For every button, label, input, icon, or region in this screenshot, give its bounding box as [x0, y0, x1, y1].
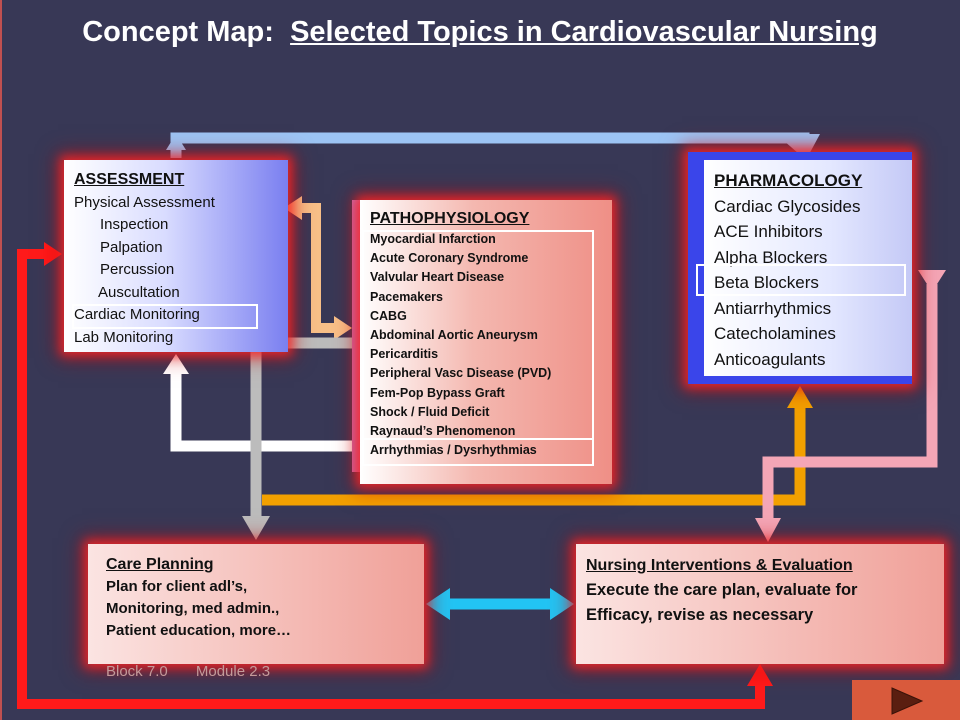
nursing-interventions-box: Nursing Interventions & Evaluation Execu…	[576, 544, 944, 664]
arrow-line	[170, 370, 356, 452]
slide-footer: Block 7.0 Module 2.3	[106, 663, 294, 680]
pharmacology-box: PHARMACOLOGY Cardiac Glycosides ACE Inhi…	[704, 160, 912, 376]
care-planning-line: Patient education, more…	[106, 622, 292, 639]
arrow-nursing-to-assessment	[17, 242, 773, 709]
assessment-item: Inspection	[100, 216, 169, 233]
arrow-head	[550, 588, 574, 620]
pharmacology-item: ACE Inhibitors	[714, 222, 823, 241]
assessment-box: ASSESSMENT Physical Assessment Inspectio…	[64, 160, 288, 352]
care-planning-line: Monitoring, med admin.,	[106, 600, 280, 617]
care-planning-header: Care Planning	[106, 556, 214, 573]
pathophysiology-item: Myocardial Infarction	[370, 232, 496, 246]
title-main: Selected Topics in Cardiovascular Nursin…	[290, 16, 878, 48]
pharmacology-item: Cardiac Glycosides	[714, 196, 861, 216]
arrow-assessment-pathophysiology	[284, 196, 352, 340]
arrow-line	[762, 284, 938, 520]
arrow-head	[44, 242, 62, 266]
beta-blockers-highlight	[696, 264, 906, 296]
title-prefix: Concept Map:	[82, 16, 274, 48]
care-planning-box: Care Planning Plan for client adl’s, Mon…	[88, 544, 424, 664]
arrow-head	[163, 354, 189, 374]
pathophysiology-item: Pacemakers	[370, 289, 443, 304]
nursing-line: Execute the care plan, evaluate for	[586, 581, 858, 599]
arrow-head	[755, 518, 781, 542]
pharmacology-item: Alpha Blockers	[714, 247, 828, 267]
assessment-item: Lab Monitoring	[74, 328, 174, 346]
play-triangle-icon	[891, 687, 924, 715]
pathophysiology-item: Raynaud’s Phenomenon	[370, 424, 516, 439]
footer-module: Module 2.3	[195, 663, 271, 680]
pathophysiology-list-frame	[362, 230, 594, 466]
pathophysiology-item: Valvular Heart Disease	[370, 270, 505, 285]
assessment-item: Cardiac Monitoring	[74, 306, 200, 323]
arrow-head	[166, 134, 186, 150]
pathophysiology-item: Shock / Fluid Deficit	[370, 404, 490, 419]
cardiac-monitoring-highlight	[72, 304, 258, 329]
assessment-item: Percussion	[100, 261, 175, 278]
assessment-header: ASSESSMENT	[74, 171, 185, 188]
pharmacology-item: Antiarrhythmics	[714, 298, 832, 318]
pathophysiology-header: PATHOPHYSIOLOGY	[370, 210, 530, 227]
arrow-pharmacology-to-nursing	[755, 270, 946, 542]
arrow-head	[787, 386, 813, 408]
arrow-head	[426, 588, 450, 620]
next-slide-button[interactable]	[852, 680, 960, 720]
slide-title: Concept Map: Selected Topics in Cardiova…	[0, 16, 960, 49]
pathophysiology-divider	[362, 438, 594, 440]
arrow-head	[918, 270, 946, 292]
arrow-head	[284, 196, 302, 220]
footer-block: Block 7.0	[106, 663, 168, 680]
pharmacology-item: Catecholamines	[714, 324, 836, 343]
arrow-patho-to-assessment	[163, 354, 356, 452]
pathophysiology-item: Acute Coronary Syndrome	[370, 251, 529, 266]
pathophysiology-item: Arrhythmias / Dysrhythmias	[370, 443, 537, 458]
pathophysiology-item: Pericarditis	[370, 347, 439, 362]
pathophysiology-item: Abdominal Aortic Aneurysm	[370, 328, 538, 343]
arrow-to-pharmacology	[262, 386, 813, 506]
arrow-line	[296, 203, 338, 333]
pathophysiology-item: Peripheral Vasc Disease (PVD)	[370, 366, 552, 381]
pharmacology-item: Anticoagulants	[714, 349, 826, 369]
arrow-line	[17, 249, 765, 709]
care-planning-line: Plan for client adl’s,	[106, 578, 248, 595]
assessment-item: Palpation	[100, 238, 163, 256]
nursing-header: Nursing Interventions & Evaluation	[586, 557, 853, 574]
assessment-item: Physical Assessment	[74, 193, 215, 211]
pathophysiology-box: PATHOPHYSIOLOGY Myocardial Infarction Ac…	[360, 200, 612, 484]
slide-edge	[0, 0, 2, 720]
arrow-head	[747, 664, 773, 686]
arrow-head	[334, 316, 352, 340]
arrow-line	[250, 337, 360, 518]
nursing-line: Efficacy, revise as necessary	[586, 606, 814, 624]
assessment-item: Auscultation	[98, 283, 180, 301]
pathophysiology-item: Fem-Pop Bypass Graft	[370, 385, 505, 400]
arrow-head	[242, 516, 270, 540]
arrow-care-nursing	[426, 588, 574, 620]
pathophysiology-item: CABG	[370, 308, 407, 323]
pharmacology-item: Beta Blockers	[714, 273, 819, 292]
pharmacology-header: PHARMACOLOGY	[714, 171, 863, 190]
arrow-line	[262, 404, 806, 506]
